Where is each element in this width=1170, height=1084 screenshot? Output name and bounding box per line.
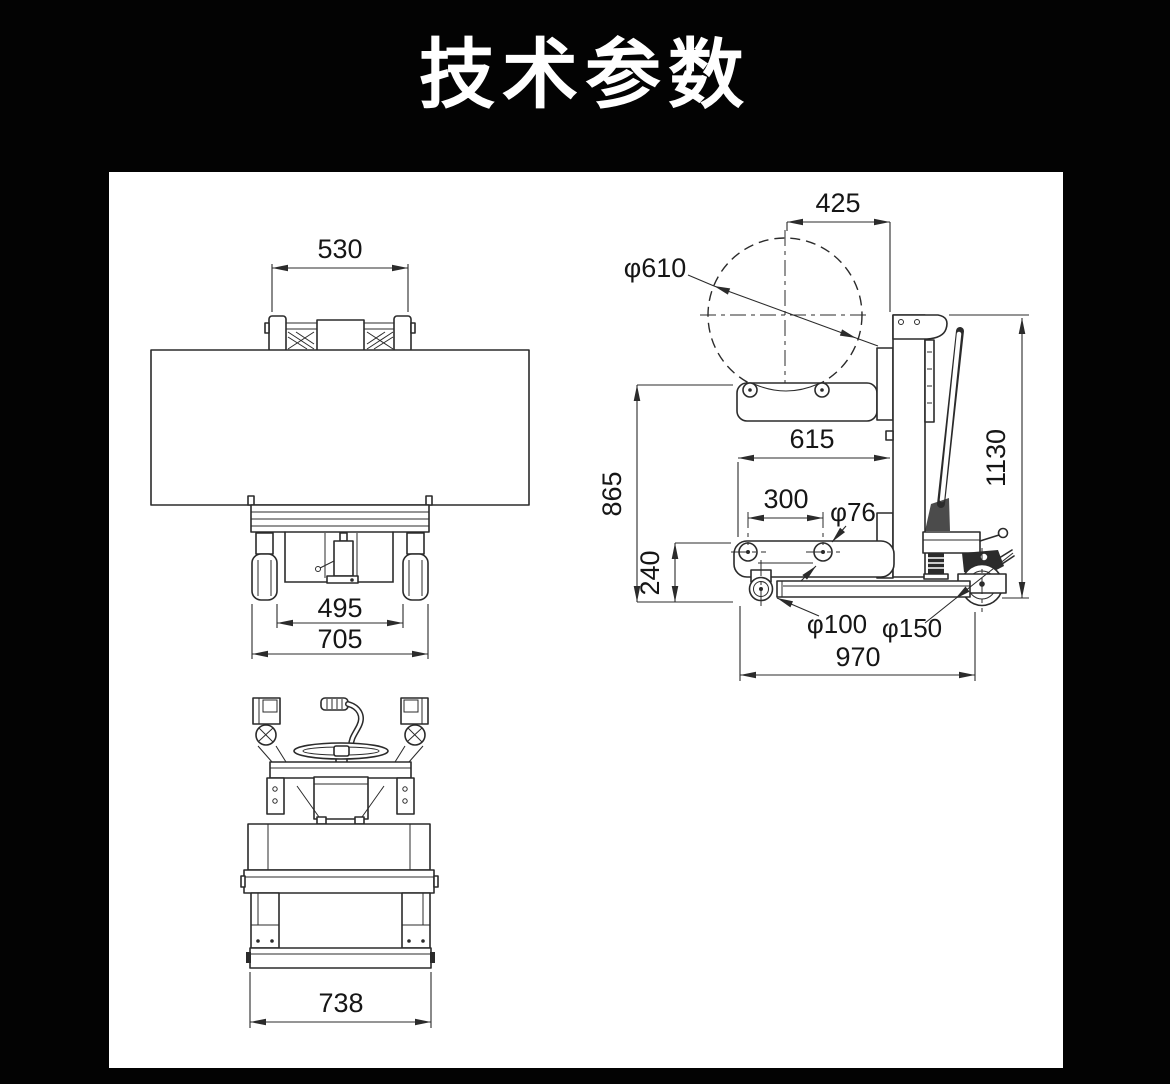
drum-front [150, 349, 530, 506]
hydraulic-jack [333, 540, 354, 577]
dim-leg-height-label: 240 [635, 550, 665, 595]
page-title: 技术参数 [419, 33, 751, 118]
front-view: 530 495 705 [150, 234, 530, 659]
dim-roller-pitch-label: 300 [763, 484, 808, 514]
dim-overall-width-label: 738 [318, 988, 363, 1018]
dim-drum-diameter-label: φ610 [624, 253, 687, 283]
dim-overall-height-label: 1130 [981, 429, 1011, 487]
dim-center-offset-label: 425 [815, 188, 860, 218]
side-view: φ610 425 [597, 188, 1029, 681]
dim-platform-height-label: 865 [597, 471, 627, 516]
gearbox [313, 776, 369, 820]
tiller-grip [320, 697, 349, 711]
front-view-wheel-right [402, 553, 429, 601]
clamp-center-block [316, 319, 365, 353]
drum-saddle [736, 382, 878, 422]
dim-overall-length-label: 970 [835, 642, 880, 672]
dim-clamp-width-label: 530 [317, 234, 362, 264]
body-box [247, 823, 431, 871]
dim-roller-diameter-label: φ76 [830, 497, 876, 527]
dim-fork-length-label: 615 [789, 424, 834, 454]
front-view-wheel-left [251, 553, 278, 601]
dim-base-outer-label: 705 [317, 624, 362, 654]
clamp-post-left [268, 315, 287, 353]
rear-view: 738 [240, 697, 439, 1028]
dim-rear-wheel-label: φ150 [882, 613, 942, 643]
dim-base-inner-label: 495 [317, 593, 362, 623]
dim-front-wheel-label: φ100 [807, 609, 867, 639]
clamp-post-right [393, 315, 412, 353]
mast [892, 314, 926, 578]
